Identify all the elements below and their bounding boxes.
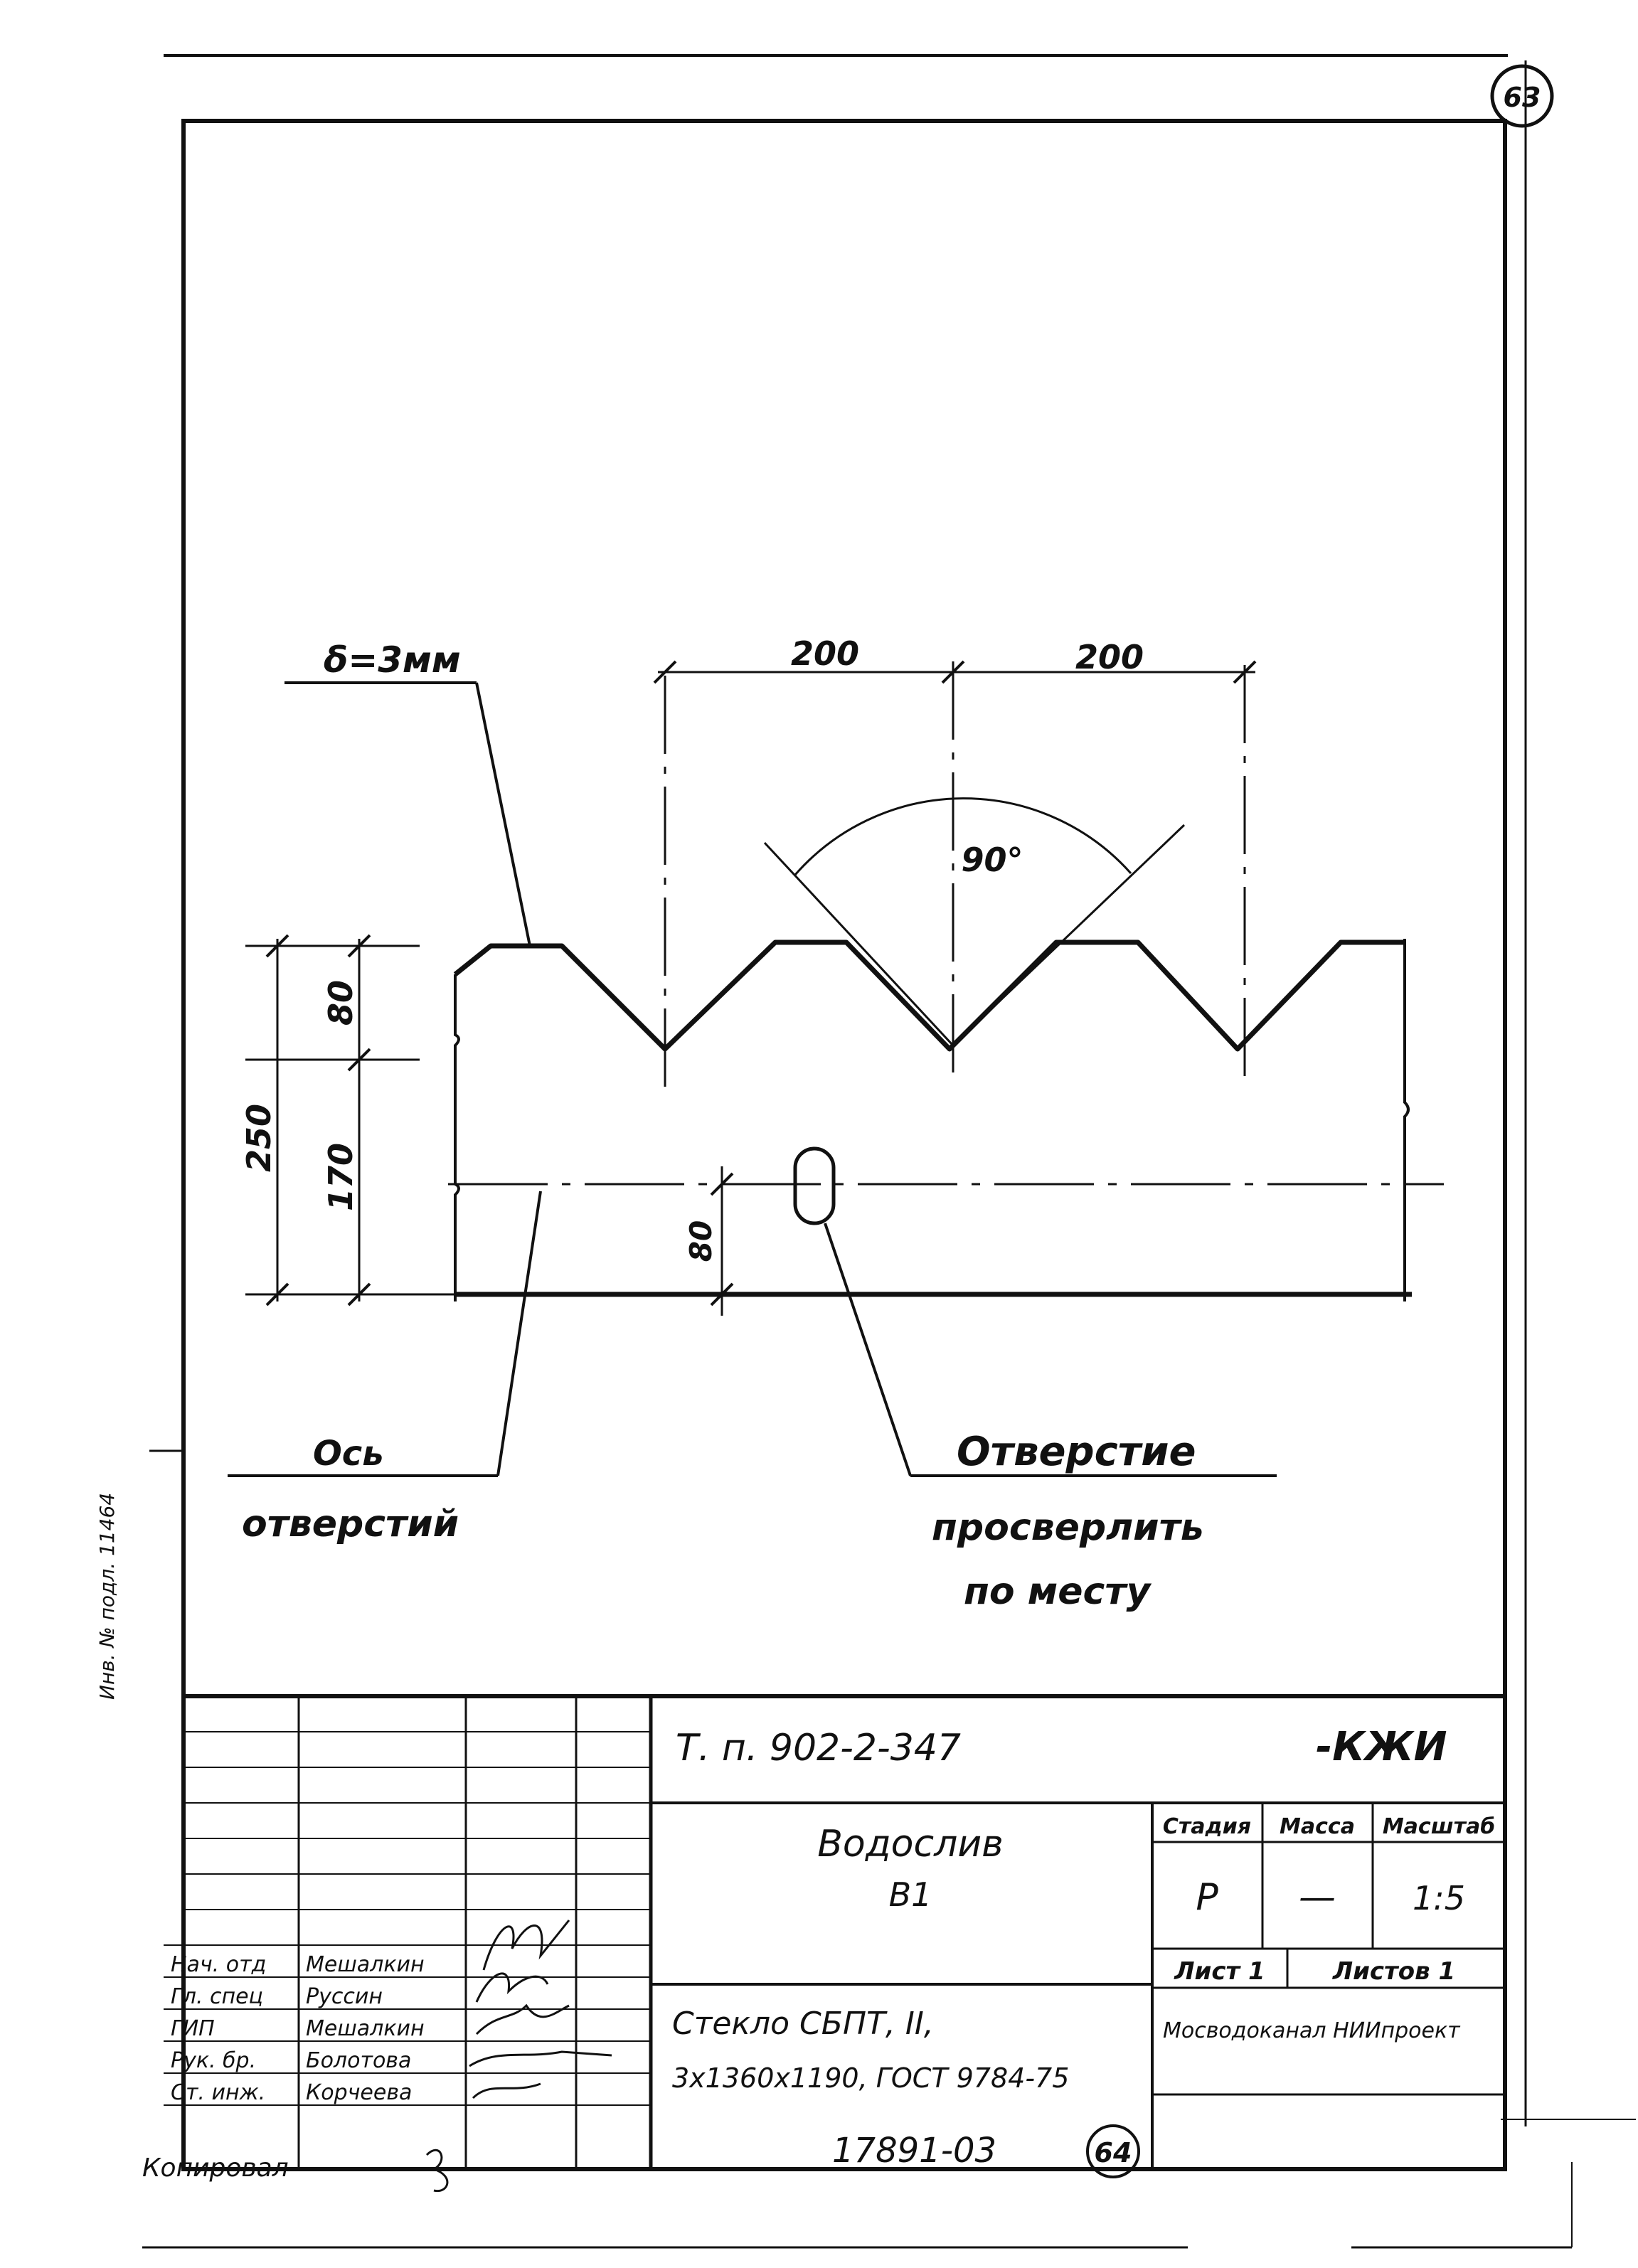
- height-dimensions: 250 80 170: [240, 934, 455, 1306]
- hole-note-line3: по месту: [964, 1570, 1152, 1613]
- thickness-label: δ=3мм: [324, 639, 461, 681]
- sheet-number: 63: [1504, 82, 1541, 113]
- dim-pitch-left: 200: [791, 634, 859, 673]
- organization: Мосводоканал НИИпроект: [1163, 2018, 1461, 2043]
- angle-label: 90°: [961, 841, 1023, 879]
- material-line2: 3х1360х1190, ГОСТ 9784-75: [672, 2062, 1069, 2094]
- sheet-number-badge: 63: [1490, 64, 1554, 128]
- signature-scribbles: [469, 1920, 612, 2099]
- dim-top: 80: [321, 980, 360, 1026]
- item-name-line2: В1: [889, 1875, 932, 1914]
- side-stamp: Инв. № подл. 11464: [95, 1493, 119, 1700]
- profile-section: [448, 939, 1444, 1301]
- copied-by: Копировал: [142, 2153, 289, 2183]
- hole-note-line2: просверлить: [932, 1506, 1204, 1549]
- archive-number: 17891-03: [832, 2131, 996, 2171]
- dim-pitch-right: 200: [1075, 638, 1144, 676]
- bottom-sheet-number: 64: [1095, 2137, 1132, 2168]
- signature-role: Нач. отд: [171, 1952, 266, 1977]
- signature-name: Руссин: [306, 1984, 383, 2009]
- signature-role: Рук. бр.: [171, 2048, 256, 2073]
- stage-header: Стадия: [1163, 1814, 1251, 1839]
- signature-role: Ст. инж.: [171, 2080, 265, 2105]
- corrugated-profile-line: [453, 939, 1405, 1052]
- sheet-label: Лист 1: [1174, 1957, 1265, 1986]
- thickness-callout: δ=3мм: [284, 639, 531, 947]
- scale-value: 1:5: [1413, 1879, 1465, 1917]
- archive-footer: 17891-03 64 Копировал: [142, 2124, 1140, 2193]
- signature-grid: [164, 1696, 651, 2169]
- sheets-label: Листов 1: [1332, 1957, 1455, 1986]
- sheet-frame: [142, 54, 1636, 2249]
- signature-rows: Нач. отд Мешалкин Гл. спец Руссин ГИП Ме…: [171, 1952, 425, 2105]
- hole-callout: Отверстие просверлить по месту: [824, 1223, 1277, 1613]
- trough-centre-lines: [664, 661, 1246, 1095]
- angle-dimension: 90°: [763, 797, 1186, 1047]
- title-block: Т. п. 902-2-347 -КЖИ Водослив В1 Стадия …: [164, 1694, 1505, 2169]
- signature-name: Мешалкин: [306, 2016, 425, 2041]
- scale-header: Масштаб: [1383, 1814, 1495, 1839]
- mass-value: —: [1299, 1876, 1336, 1919]
- signature-name: Болотова: [306, 2048, 411, 2073]
- signature-name: Корчеева: [306, 2080, 412, 2105]
- pitch-dimension: 200 200: [653, 634, 1257, 684]
- axis-callout: Ось отверстий: [228, 1191, 542, 1545]
- signature-name: Мешалкин: [306, 1952, 425, 1977]
- item-name-line1: Водослив: [817, 1823, 1004, 1865]
- doc-suffix: -КЖИ: [1316, 1724, 1447, 1770]
- dim-hole-offset: 80: [684, 1220, 718, 1262]
- dim-lower: 170: [321, 1143, 360, 1211]
- hole-slot: [793, 1146, 836, 1225]
- left-break-line: [454, 974, 460, 1301]
- axis-label-line1: Ось: [313, 1434, 384, 1474]
- material-line1: Стекло СБПТ, II,: [672, 2006, 934, 2042]
- right-break-line: [1403, 939, 1410, 1301]
- axis-label-line2: отверстий: [242, 1503, 459, 1545]
- signature-role: Гл. спец: [171, 1984, 263, 2009]
- doc-code: Т. п. 902-2-347: [676, 1727, 961, 1769]
- signature-role: ГИП: [171, 2016, 215, 2041]
- hole-offset-dimension: 80: [684, 1166, 734, 1316]
- dim-total-height: 250: [240, 1104, 278, 1172]
- hole-note-line1: Отверстие: [957, 1429, 1196, 1475]
- stage-value: Р: [1196, 1876, 1218, 1919]
- mass-header: Масса: [1280, 1814, 1355, 1839]
